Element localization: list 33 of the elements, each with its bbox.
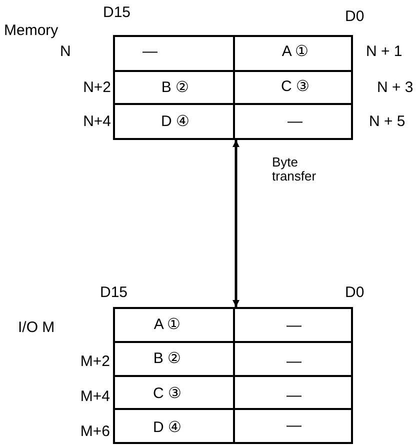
address-label: N: [60, 44, 71, 60]
cell-value: B ②: [161, 80, 189, 96]
double-arrow: [232, 140, 240, 307]
cell-value: A ①: [154, 316, 180, 334]
io-label: I/O M: [18, 320, 55, 336]
address-label: N + 3: [377, 80, 414, 96]
cell-value: —: [286, 354, 302, 370]
address-label: M+4: [80, 388, 110, 406]
memory-label: Memory: [4, 22, 58, 40]
cell-value: C ③: [281, 78, 309, 96]
cell-value: A ①: [282, 44, 308, 60]
address-label: N + 5: [369, 114, 406, 130]
address-label: N + 1: [366, 44, 402, 60]
address-label: M+2: [80, 354, 110, 370]
bit-label: D15: [100, 284, 128, 302]
cell-value: C ③: [153, 386, 181, 402]
address-label: N+4: [83, 114, 111, 130]
cell-value: D ④: [153, 420, 181, 436]
cell-value: —: [286, 418, 302, 434]
register-table: [113, 307, 353, 444]
bit-label: D0: [345, 284, 364, 302]
cell-value: —: [286, 318, 302, 334]
register-table: [113, 35, 353, 140]
address-label: N+2: [83, 80, 111, 96]
transfer-note: Byte transfer: [272, 156, 318, 184]
cell-value: —: [286, 388, 302, 404]
cell-value: B ②: [153, 350, 181, 368]
cell-value: D ④: [161, 114, 189, 130]
cell-value: —: [288, 114, 302, 130]
bit-label: D0: [345, 8, 364, 26]
cell-value: —: [142, 44, 158, 60]
bit-label: D15: [103, 4, 131, 22]
address-label: M+6: [80, 424, 110, 440]
